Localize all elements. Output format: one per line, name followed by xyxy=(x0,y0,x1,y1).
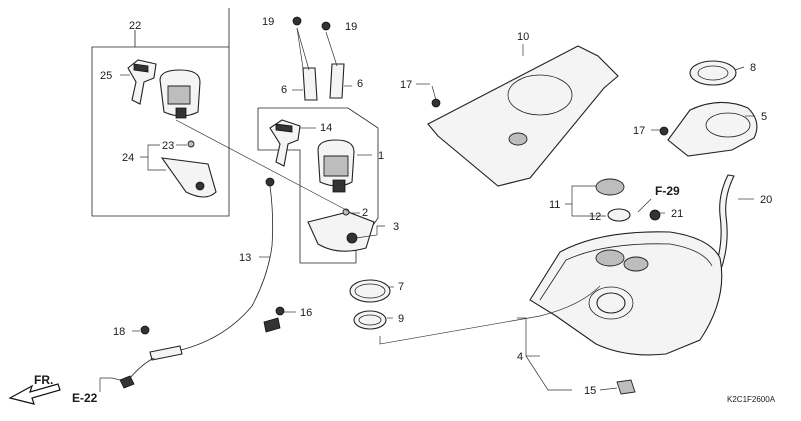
callout-15: 15 xyxy=(584,385,596,397)
ring-7 xyxy=(349,279,391,303)
ring-9 xyxy=(353,310,387,330)
cover-10 xyxy=(427,45,619,187)
callout-7: 7 xyxy=(398,281,404,293)
nut-21 xyxy=(649,209,661,221)
filler-plate-5 xyxy=(659,60,758,157)
callout-6b: 6 xyxy=(357,78,363,90)
pad-15 xyxy=(616,379,636,395)
callout-18: 18 xyxy=(113,326,125,338)
callout-3: 3 xyxy=(393,221,399,233)
front-label: FR. xyxy=(34,373,53,387)
callout-14: 14 xyxy=(320,122,332,134)
ref-e22: E-22 xyxy=(72,391,98,405)
inset-box-22 xyxy=(91,8,230,217)
callout-12: 12 xyxy=(589,211,601,223)
brackets-6 xyxy=(292,16,345,101)
callout-22: 22 xyxy=(129,20,141,32)
callout-19b: 19 xyxy=(345,21,357,33)
callout-16: 16 xyxy=(300,307,312,319)
plate-inset xyxy=(160,140,217,198)
callout-24: 24 xyxy=(122,152,134,164)
ref-f29: F-29 xyxy=(655,184,680,198)
front-arrow-icon xyxy=(8,383,61,405)
callout-4: 4 xyxy=(517,351,523,363)
callout-2: 2 xyxy=(362,207,368,219)
callout-21: 21 xyxy=(671,208,683,220)
callout-10: 10 xyxy=(517,31,529,43)
diagram-code: K2C1F2600A xyxy=(727,395,776,404)
callout-9: 9 xyxy=(398,313,404,325)
callout-23: 23 xyxy=(162,140,174,152)
callout-19a: 19 xyxy=(262,16,274,28)
callouts: 1 2 3 4 5 6 6 7 8 9 10 11 12 13 14 15 16… xyxy=(100,16,772,397)
cap-11 xyxy=(595,178,625,196)
callout-17b: 17 xyxy=(633,125,645,137)
callout-25: 25 xyxy=(100,70,112,82)
washer-12 xyxy=(607,208,631,222)
fuel-pump-main xyxy=(269,119,355,193)
callout-5: 5 xyxy=(761,111,767,123)
cable-13 xyxy=(119,177,285,389)
plate-3 xyxy=(307,208,375,252)
callout-17a: 17 xyxy=(400,79,412,91)
callout-6a: 6 xyxy=(281,84,287,96)
callout-13: 13 xyxy=(239,252,251,264)
pump-inset xyxy=(127,59,201,119)
leader-lines xyxy=(99,27,755,392)
callout-20: 20 xyxy=(760,194,772,206)
callout-1: 1 xyxy=(378,150,384,162)
fuel-tank-4 xyxy=(529,231,723,356)
callout-8: 8 xyxy=(750,62,756,74)
callout-11: 11 xyxy=(549,199,560,211)
